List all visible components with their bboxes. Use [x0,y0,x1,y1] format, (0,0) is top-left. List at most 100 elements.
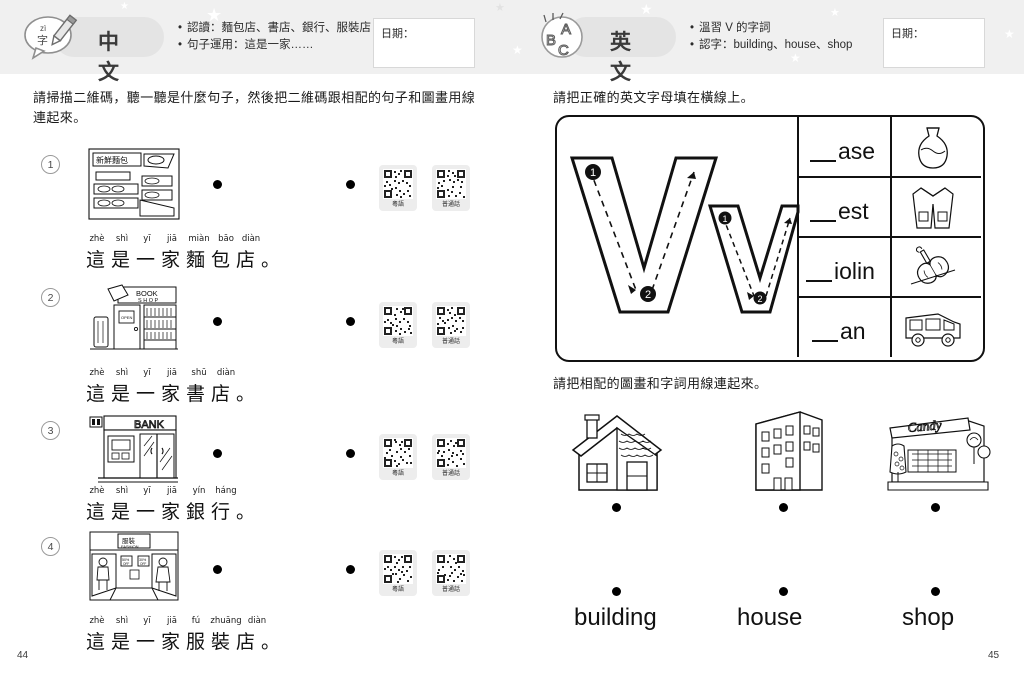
subject-label-chinese: 中文 [98,31,120,84]
match-word-dot[interactable] [612,587,621,596]
qr-caption: 粵語 [391,202,404,208]
connector-dot-right[interactable] [346,180,355,189]
word-blank-row[interactable]: an [812,318,866,345]
answer-blank[interactable] [812,340,838,342]
svg-text:30%: 30% [139,558,147,562]
svg-text:字: 字 [37,33,48,47]
qr-card-mandarin[interactable]: 普通話 [432,165,470,211]
qr-code-image [436,306,466,336]
qr-code-image [436,554,466,584]
qr-code-image [383,554,413,584]
chinese-objectives-list: •認讀：麵包店、書店、銀行、服裝店 •句子運用：這是一家…… [178,20,408,54]
date-input-box-chinese[interactable]: 日期： [373,18,475,68]
star-decoration: ★ [206,5,223,25]
qr-code-image [436,438,466,468]
answer-blank[interactable] [810,220,836,222]
svg-text:B: B [546,32,556,49]
svg-text:OFF: OFF [140,562,146,566]
bank-illustration: BANK [88,412,180,489]
page-number-left: 44 [17,650,29,661]
svg-text:BOOK: BOOK [136,289,158,298]
word-blank-row[interactable]: ase [810,138,875,165]
match-word-label[interactable]: house [737,604,803,631]
match-picture-dot[interactable] [779,503,788,512]
connector-dot-right[interactable] [346,317,355,326]
match-picture-dot[interactable] [612,503,621,512]
grid-line-horizontal [797,176,981,178]
answer-blank[interactable] [806,280,832,282]
svg-text:1: 1 [722,214,727,224]
svg-text:A: A [561,21,571,38]
word-blank-row[interactable]: iolin [806,258,875,285]
qr-caption: 普通話 [441,202,460,208]
qr-caption: 粵語 [391,587,404,593]
word-blank-row[interactable]: est [810,198,869,225]
match-word-dot[interactable] [779,587,788,596]
subject-pill [566,17,676,57]
qr-card-cantonese[interactable]: 粵語 [379,434,417,480]
book-shop-illustration: BOOK S H O P OPEN [88,283,180,358]
letter-v-tracing: 1 2 1 2 [560,120,800,353]
star-decoration: ★ [512,43,523,57]
house-illustration [565,410,671,503]
qr-caption: 普通話 [441,471,460,477]
connector-dot-left[interactable] [213,565,222,574]
connector-dot-left[interactable] [213,449,222,458]
candy-shop-illustration: Candy [880,406,998,501]
objective-item: •溫習 V 的字詞 [690,22,771,34]
qr-caption: 普通話 [441,587,460,593]
date-input-box-english[interactable]: 日期： [883,18,985,68]
connector-dot-right[interactable] [346,565,355,574]
qr-card-cantonese[interactable]: 粵語 [379,302,417,348]
match-word-label[interactable]: building [574,604,657,631]
svg-text:新鮮麵包: 新鮮麵包 [96,155,128,165]
match-word-label[interactable]: shop [902,604,955,631]
star-decoration: ★ [790,51,801,65]
svg-text:OPEN: OPEN [121,315,132,320]
svg-text:2: 2 [645,289,651,301]
right-instruction-letters: 請把正確的英文字母填在橫線上。 [553,90,755,105]
svg-text:zì: zì [40,24,46,33]
header-band [0,0,1024,74]
right-instruction-match: 請把相配的圖畫和字詞用線連起來。 [553,376,768,391]
connector-dot-left[interactable] [213,317,222,326]
svg-text:Candy: Candy [907,417,942,435]
svg-text:1: 1 [590,167,596,179]
qr-card-mandarin[interactable]: 普通話 [432,550,470,596]
svg-text:OFF: OFF [123,562,129,566]
star-decoration: ★ [830,7,840,19]
connector-dot-left[interactable] [213,180,222,189]
connector-dot-right[interactable] [346,449,355,458]
svg-text:50%: 50% [122,558,130,562]
item-number: 2 [41,288,60,307]
star-decoration: ★ [1004,27,1015,41]
match-picture-dot[interactable] [931,503,940,512]
svg-text:FASHION: FASHION [121,544,139,549]
qr-card-mandarin[interactable]: 普通話 [432,434,470,480]
apartment-building-illustration [748,406,828,503]
objective-item: •句子運用：這是一家…… [178,39,314,51]
grid-line-horizontal [797,296,981,298]
qr-caption: 普通話 [441,339,460,345]
qr-code-image [383,169,413,199]
qr-card-cantonese[interactable]: 粵語 [379,550,417,596]
answer-blank[interactable] [810,160,836,162]
objective-item: •認讀：麵包店、書店、銀行、服裝店 [178,22,371,34]
item-number: 1 [41,155,60,174]
qr-card-mandarin[interactable]: 普通話 [432,302,470,348]
vest-illustration [905,184,961,237]
van-illustration [902,306,964,357]
bakery-shop-illustration: 新鮮麵包 [88,148,180,225]
left-instruction: 請掃描二維碼，聽一聽是什麼句子，然後把二維碼跟相配的句子和圖畫用線連起來。 [33,90,476,125]
qr-card-cantonese[interactable]: 粵語 [379,165,417,211]
qr-caption: 粵語 [391,339,404,345]
objective-item: •認字：building、house、shop [690,39,853,51]
qr-caption: 粵語 [391,471,404,477]
clothing-shop-illustration: 服裝 FASHION 50% OFF 30% OFF [88,530,180,607]
match-word-dot[interactable] [931,587,940,596]
